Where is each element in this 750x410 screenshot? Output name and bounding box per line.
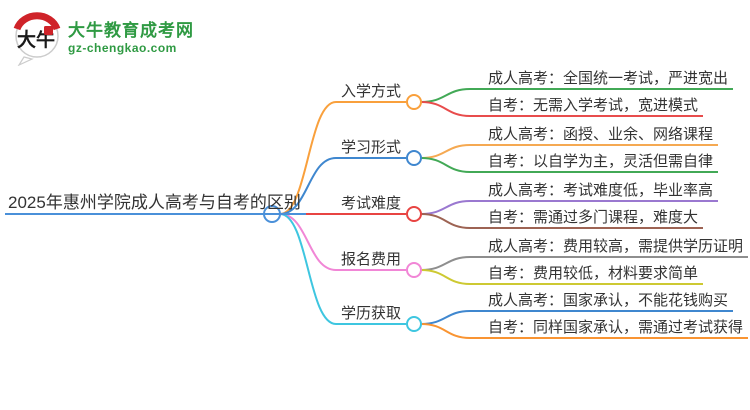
leaf-fee-chengkao: 成人高考：费用较高，需提供学历证明 — [470, 238, 749, 258]
branch-curve-1 — [279, 101, 337, 215]
branch-label-diploma-acquisition: 学历获取 — [336, 305, 406, 325]
leaf-curve-4b — [420, 269, 471, 285]
leaf-curve-1b — [420, 101, 471, 117]
mindmap-root-topic: 2025年惠州学院成人高考与自考的区别 — [5, 193, 306, 215]
branch-node-circle-3 — [406, 206, 422, 222]
branch-node-circle-2 — [406, 150, 422, 166]
leaf-fee-zikao: 自考：费用较低，材料要求简单 — [470, 265, 704, 285]
leaf-enrollment-zikao: 自考：无需入学考试，宽进模式 — [470, 97, 704, 117]
leaf-diploma-zikao: 自考：同样国家承认，需通过考试获得 — [470, 319, 749, 339]
leaf-curve-3a — [420, 200, 471, 215]
site-logo[interactable]: 大牛 大牛教育成考网 gz-chengkao.com — [12, 10, 194, 66]
branch-curve-4 — [279, 213, 337, 271]
logo-title: 大牛教育成考网 — [68, 21, 194, 40]
logo-bubble-tail — [17, 56, 34, 66]
leaf-curve-5a — [420, 310, 471, 325]
logo-subtitle: gz-chengkao.com — [68, 41, 177, 55]
branch-label-exam-difficulty: 考试难度 — [336, 195, 406, 215]
leaf-difficulty-zikao: 自考：需通过多门课程，难度大 — [470, 209, 704, 229]
leaf-enrollment-chengkao: 成人高考：全国统一考试，严进宽出 — [470, 70, 734, 90]
branch-node-circle-1 — [406, 94, 422, 110]
daniu-logo-icon: 大牛 — [13, 12, 61, 66]
leaf-curve-1a — [420, 88, 471, 103]
branch-label-enrollment-method: 入学方式 — [336, 83, 406, 103]
branch-node-circle-4 — [406, 262, 422, 278]
leaf-curve-4a — [420, 256, 471, 271]
leaf-study-zikao: 自考：以自学为主，灵活但需自律 — [470, 153, 719, 173]
leaf-curve-3b — [420, 213, 471, 229]
branch-curve-5 — [279, 213, 337, 325]
leaf-study-chengkao: 成人高考：函授、业余、网络课程 — [470, 126, 719, 146]
leaf-diploma-chengkao: 成人高考：国家承认，不能花钱购买 — [470, 292, 734, 312]
leaf-difficulty-chengkao: 成人高考：考试难度低，毕业率高 — [470, 182, 719, 202]
branch-label-registration-fee: 报名费用 — [336, 251, 406, 271]
leaf-curve-5b — [420, 323, 471, 339]
logo-hat-arc — [13, 12, 61, 31]
branch-curve-2 — [279, 157, 337, 215]
leaf-curve-2a — [420, 144, 471, 159]
branch-label-study-format: 学习形式 — [336, 139, 406, 159]
logo-seal — [44, 26, 53, 35]
branch-node-circle-5 — [406, 316, 422, 332]
leaf-curve-2b — [420, 157, 471, 173]
